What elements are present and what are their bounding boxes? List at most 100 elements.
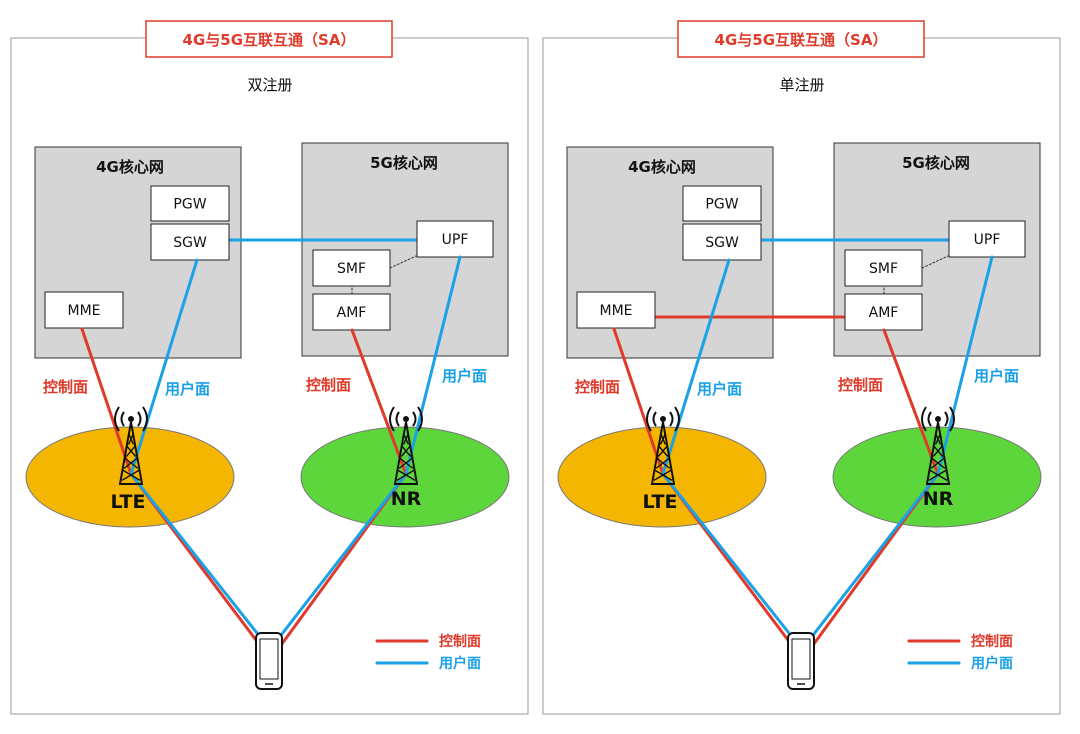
tower-brace: [123, 457, 139, 469]
upf-box: [416, 220, 494, 258]
amf-box: [844, 293, 923, 331]
amf-box: [312, 293, 391, 331]
signal-wave-icon: [120, 411, 125, 427]
nr-user-plane-path: [798, 255, 994, 654]
panel-title: 4G与5G互联互通（SA）: [183, 31, 356, 49]
up-label-right: 用户面: [442, 367, 487, 385]
smf-upf-link: [389, 255, 417, 269]
nr-label: NR: [923, 488, 954, 510]
signal-wave-icon: [944, 411, 949, 427]
lte-user-plane-path: [129, 258, 274, 654]
signal-wave-icon: [921, 406, 927, 432]
upf-box-label: UPF: [442, 232, 469, 248]
upf-box: [948, 220, 1026, 258]
panel-title-box: [145, 20, 393, 58]
tower-brace: [401, 445, 411, 457]
tower-antenna: [128, 416, 134, 422]
sgw-box-label: SGW: [173, 235, 207, 251]
signal-wave-icon: [114, 406, 120, 432]
panel-title-box: [677, 20, 925, 58]
tower-frame: [393, 421, 419, 485]
tower-antenna: [660, 416, 666, 422]
cp-label-left: 控制面: [575, 378, 620, 396]
tower-antenna: [403, 416, 409, 422]
phone-screen: [791, 638, 811, 680]
tower-brace: [928, 469, 948, 481]
lte-user-plane-path: [661, 258, 806, 654]
tower-brace: [396, 469, 416, 481]
lte-label: LTE: [643, 491, 678, 513]
pgw-box-label: PGW: [173, 197, 206, 213]
nr-user-plane-path: [266, 255, 462, 654]
nr-tower-icon: [389, 406, 423, 485]
tower-brace: [660, 433, 666, 445]
signal-wave-icon: [142, 406, 148, 432]
up-label-left: 用户面: [697, 380, 742, 398]
tower-antenna: [935, 416, 941, 422]
legend-cp-label: 控制面: [439, 633, 481, 650]
mme-box-label: MME: [599, 303, 632, 319]
pgw-box: [682, 185, 762, 222]
legend-up-label: 用户面: [439, 655, 481, 672]
cp-label-right: 控制面: [838, 376, 883, 394]
core-5g-title: 5G核心网: [370, 154, 438, 172]
signal-wave-icon: [417, 406, 423, 432]
tower-frame: [925, 421, 951, 485]
phone-screen: [259, 638, 279, 680]
signal-wave-icon: [927, 411, 932, 427]
nr-tower-icon: [921, 406, 955, 485]
signal-wave-icon: [674, 406, 680, 432]
tower-frame: [118, 421, 144, 485]
legend-up-label: 用户面: [971, 655, 1013, 672]
up-label-right: 用户面: [974, 367, 1019, 385]
core-5g-title: 5G核心网: [902, 154, 970, 172]
up-label-left: 用户面: [165, 380, 210, 398]
tower-brace: [403, 433, 409, 445]
tower-brace: [121, 469, 141, 481]
signal-wave-icon: [137, 411, 142, 427]
tower-brace: [128, 433, 134, 445]
mme-box-label: MME: [67, 303, 100, 319]
smf-box: [312, 249, 391, 287]
amf-box-label: AMF: [869, 305, 899, 321]
panel-subtitle: 双注册: [247, 76, 292, 94]
lte-tower-icon: [646, 406, 680, 485]
signal-wave-icon: [669, 411, 674, 427]
panel-title: 4G与5G互联互通（SA）: [715, 31, 888, 49]
core-4g-title: 4G核心网: [628, 158, 696, 176]
tower-brace: [933, 445, 943, 457]
legend-cp-label: 控制面: [971, 633, 1013, 650]
lte-tower-icon: [114, 406, 148, 485]
ue-phone-icon: [255, 632, 283, 690]
sgw-box: [682, 223, 762, 261]
smf-box-label: SMF: [869, 261, 898, 277]
mme-box: [576, 291, 656, 329]
pgw-box: [150, 185, 230, 222]
sgw-box: [150, 223, 230, 261]
tower-brace: [655, 457, 671, 469]
mme-box: [44, 291, 124, 329]
lte-label: LTE: [111, 491, 146, 513]
signal-wave-icon: [652, 411, 657, 427]
pgw-box-label: PGW: [705, 197, 738, 213]
smf-upf-link: [921, 255, 949, 269]
smf-box: [844, 249, 923, 287]
amf-box-label: AMF: [337, 305, 367, 321]
signal-wave-icon: [389, 406, 395, 432]
sgw-box-label: SGW: [705, 235, 739, 251]
tower-brace: [398, 457, 414, 469]
ue-phone-icon: [787, 632, 815, 690]
upf-box-label: UPF: [974, 232, 1001, 248]
signal-wave-icon: [395, 411, 400, 427]
cp-label-left: 控制面: [43, 378, 88, 396]
tower-brace: [653, 469, 673, 481]
tower-frame: [650, 421, 676, 485]
signal-wave-icon: [646, 406, 652, 432]
tower-brace: [935, 433, 941, 445]
smf-box-label: SMF: [337, 261, 366, 277]
tower-brace: [126, 445, 136, 457]
